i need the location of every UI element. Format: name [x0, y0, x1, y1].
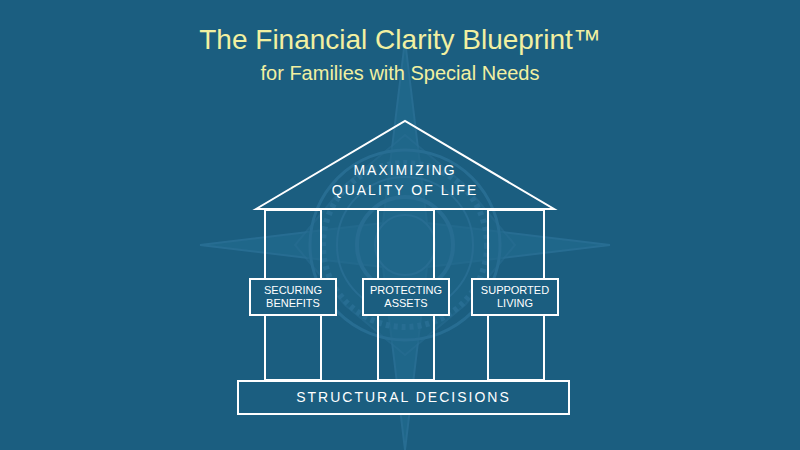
pillar-label: SUPPORTED LIVING	[471, 278, 559, 316]
title: The Financial Clarity Blueprint™	[0, 24, 800, 56]
box-text: SUPPORTED LIVING	[473, 284, 557, 310]
subtitle: for Families with Special Needs	[0, 62, 800, 85]
compass-watermark	[200, 40, 610, 450]
box-text: PROTECTING ASSETS	[364, 284, 448, 310]
roof-text: MAXIMIZING QUALITY OF LIFE	[320, 160, 490, 200]
pillar-label: SECURING BENEFITS	[249, 278, 337, 316]
pillar-label: PROTECTING ASSETS	[362, 278, 450, 316]
foundation-box: STRUCTURAL DECISIONS	[237, 380, 570, 415]
roof-outline	[256, 121, 554, 209]
box-text: SECURING BENEFITS	[251, 284, 335, 310]
box-text: STRUCTURAL DECISIONS	[296, 391, 511, 404]
roof-triangle: MAXIMIZING QUALITY OF LIFE	[255, 120, 555, 210]
